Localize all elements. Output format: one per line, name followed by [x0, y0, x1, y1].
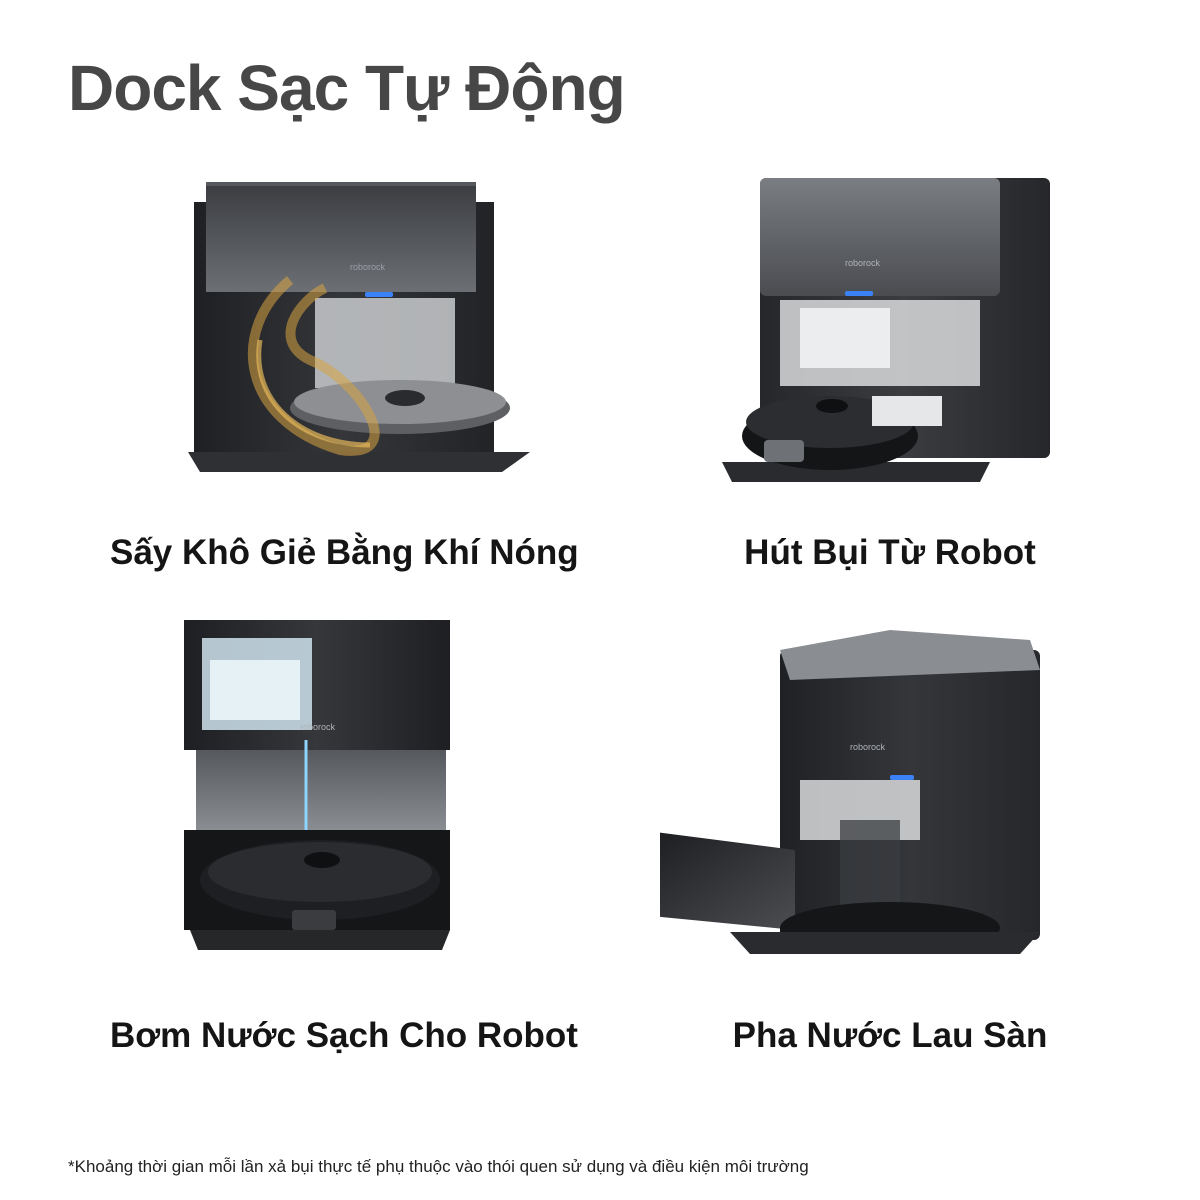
feature-detergent-mixing: roborock Pha Nước Lau Sàn [660, 610, 1120, 1070]
feature-clean-water: roborock Bơm Nước Sạch Cho Robot [110, 610, 578, 1070]
page-title: Dock Sạc Tự Động [68, 52, 626, 124]
dock-hot-air-image: roborock [188, 182, 530, 472]
dock-water-pump-image: roborock [184, 620, 450, 950]
dock-detergent-image: roborock [660, 630, 1040, 954]
footnote: *Khoảng thời gian mỗi lần xả bụi thực tế… [68, 1157, 809, 1176]
brand-logo: roborock [845, 258, 881, 268]
feature-caption: Bơm Nước Sạch Cho Robot [110, 1016, 578, 1055]
feature-dust-emptying: roborock Hút Bụi Từ Robot [660, 160, 1120, 580]
brand-logo: roborock [350, 262, 386, 272]
feature-caption: Hút Bụi Từ Robot [744, 533, 1036, 572]
feature-hot-air-drying: roborock Sấy Khô Giẻ Bằng Khí Nóng [110, 160, 579, 580]
dock-dust-bag-image: roborock [722, 178, 1050, 482]
feature-caption: Sấy Khô Giẻ Bằng Khí Nóng [110, 533, 579, 572]
feature-caption: Pha Nước Lau Sàn [732, 1016, 1048, 1055]
brand-logo: roborock [300, 722, 336, 732]
brand-logo: roborock [850, 742, 886, 752]
